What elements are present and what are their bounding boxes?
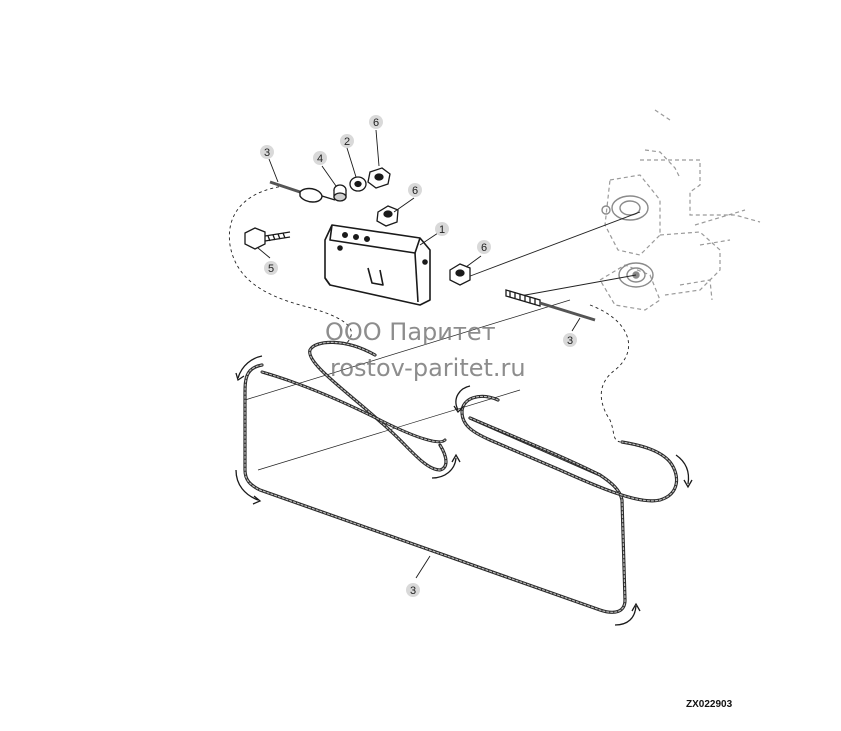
callout-leaders xyxy=(257,129,581,579)
figure-code: ZX022903 xyxy=(686,699,733,710)
cable-routing-loop-2 xyxy=(460,394,679,503)
svg-text:3: 3 xyxy=(264,147,270,159)
callout-2: 2 xyxy=(340,134,354,148)
rotation-arrows xyxy=(235,355,693,626)
cable-routing-loop-1 xyxy=(260,340,448,472)
cable-routing-left xyxy=(243,363,627,614)
spacer xyxy=(333,184,347,202)
svg-text:4: 4 xyxy=(317,153,323,165)
svg-text:6: 6 xyxy=(481,242,487,254)
svg-text:3: 3 xyxy=(567,335,573,347)
callout-3-bottom: 3 xyxy=(406,583,420,597)
svg-text:3: 3 xyxy=(410,585,416,597)
mounting-bracket xyxy=(324,224,431,306)
callout-6-middle: 6 xyxy=(408,183,422,197)
watermark-website: rostov-paritet.ru xyxy=(330,354,526,382)
callout-3-right: 3 xyxy=(563,333,577,347)
callout-5: 5 xyxy=(264,261,278,275)
svg-text:2: 2 xyxy=(344,136,350,148)
callout-3-top: 3 xyxy=(260,145,274,159)
bolt xyxy=(244,227,291,250)
engine-pulley-assembly xyxy=(599,109,761,311)
cable-end-top xyxy=(269,180,336,203)
upper-pulley xyxy=(601,195,649,221)
callout-4: 4 xyxy=(313,151,327,165)
nut-middle xyxy=(376,205,399,227)
nut-right xyxy=(449,263,471,286)
svg-text:6: 6 xyxy=(412,185,418,197)
callout-6-top: 6 xyxy=(369,115,383,129)
svg-text:5: 5 xyxy=(268,263,274,275)
callout-1: 1 xyxy=(435,222,449,236)
callout-6-right: 6 xyxy=(477,240,491,254)
nut-top xyxy=(367,167,391,189)
svg-text:6: 6 xyxy=(373,117,379,129)
watermark-company: ООО Паритет xyxy=(325,318,496,346)
washer xyxy=(349,176,367,192)
threaded-cable-end xyxy=(505,289,596,322)
svg-text:1: 1 xyxy=(439,224,445,236)
